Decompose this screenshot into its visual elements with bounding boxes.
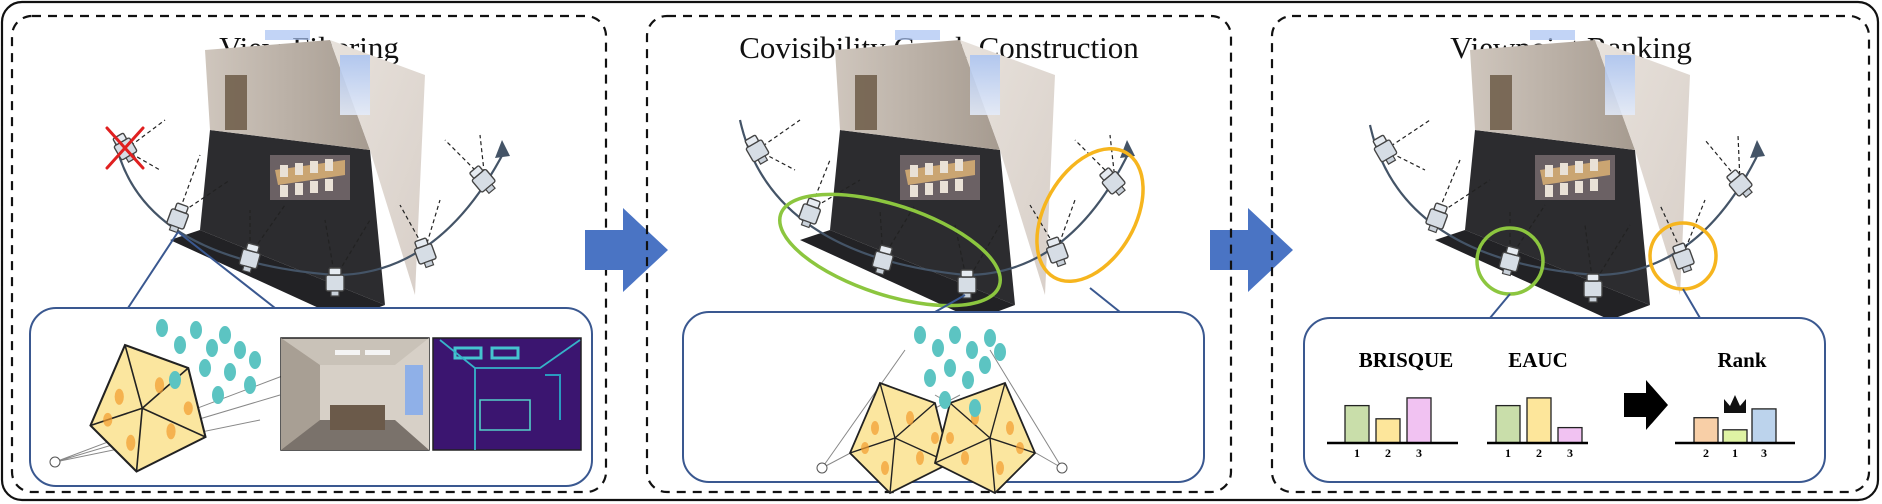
flow-arrow (1210, 208, 1293, 292)
camera-icon (1043, 235, 1071, 269)
tick-label: 3 (1761, 446, 1767, 460)
camera-icon (164, 201, 192, 235)
panel-viewpoint-ranking: Viewpoint Ranking BRISQUE 1 2 3 (1270, 14, 1871, 494)
crown-icon (1724, 395, 1746, 413)
tick-label: 2 (1536, 446, 1542, 460)
bar-1 (1495, 404, 1521, 444)
callout-line (934, 287, 1121, 313)
tick-label: 1 (1505, 446, 1511, 460)
rank-chart: Rank 2 1 3 (1675, 348, 1795, 460)
tick-label: 1 (1732, 446, 1738, 460)
room-render-image (170, 30, 425, 320)
callout-line (1489, 288, 1701, 319)
covisible-group-green (777, 192, 1003, 308)
panel-view-filtering: View Filtering (10, 14, 608, 494)
bar-2 (1526, 397, 1552, 444)
edge-heatmap-image (432, 337, 582, 451)
bar-1 (1344, 404, 1370, 444)
panel-border (645, 14, 1233, 494)
metric-title: EAUC (1508, 348, 1568, 372)
camera-icon (741, 132, 773, 168)
reject-cross-icon (105, 126, 145, 170)
trajectory-arrowhead (1120, 140, 1135, 158)
tick-label: 3 (1567, 446, 1573, 460)
bar-2 (1375, 418, 1401, 444)
room-photo-image (280, 337, 430, 451)
bar-3 (1751, 408, 1777, 444)
bar-3 (1557, 426, 1583, 444)
tick-label: 3 (1416, 446, 1422, 460)
gaussian-ellipses (156, 319, 261, 404)
metric-title: BRISQUE (1359, 348, 1454, 372)
covisible-group-orange (1035, 146, 1145, 284)
bar-3 (1406, 397, 1432, 444)
tick-label: 1 (1354, 446, 1360, 460)
metric-title: Rank (1717, 348, 1766, 372)
bar-2 (1693, 417, 1719, 444)
camera-icon (1096, 164, 1130, 200)
callout-line (127, 231, 276, 309)
inset-box (1303, 317, 1826, 483)
bar-1 (1722, 429, 1748, 444)
inset-frustums (816, 349, 1068, 494)
tick-label: 2 (1703, 446, 1709, 460)
camera-icon (1423, 201, 1451, 235)
panel-border (1270, 14, 1871, 494)
brisque-chart: BRISQUE 1 2 3 (1327, 348, 1458, 460)
tick-label: 2 (1385, 446, 1391, 460)
camera-icon (1369, 132, 1401, 168)
camera-icon (796, 196, 824, 230)
room-render-image (1435, 30, 1690, 320)
rank-arrow (1624, 380, 1668, 430)
trajectory-arrowhead (1750, 140, 1765, 158)
trajectory-arrowhead (495, 140, 510, 158)
panel-covisibility-graph: Covisibility Graph Construction (645, 14, 1233, 494)
eauc-chart: EAUC 1 2 3 (1487, 348, 1588, 460)
gaussian-ellipses (914, 326, 1006, 417)
flow-arrow (585, 208, 668, 292)
